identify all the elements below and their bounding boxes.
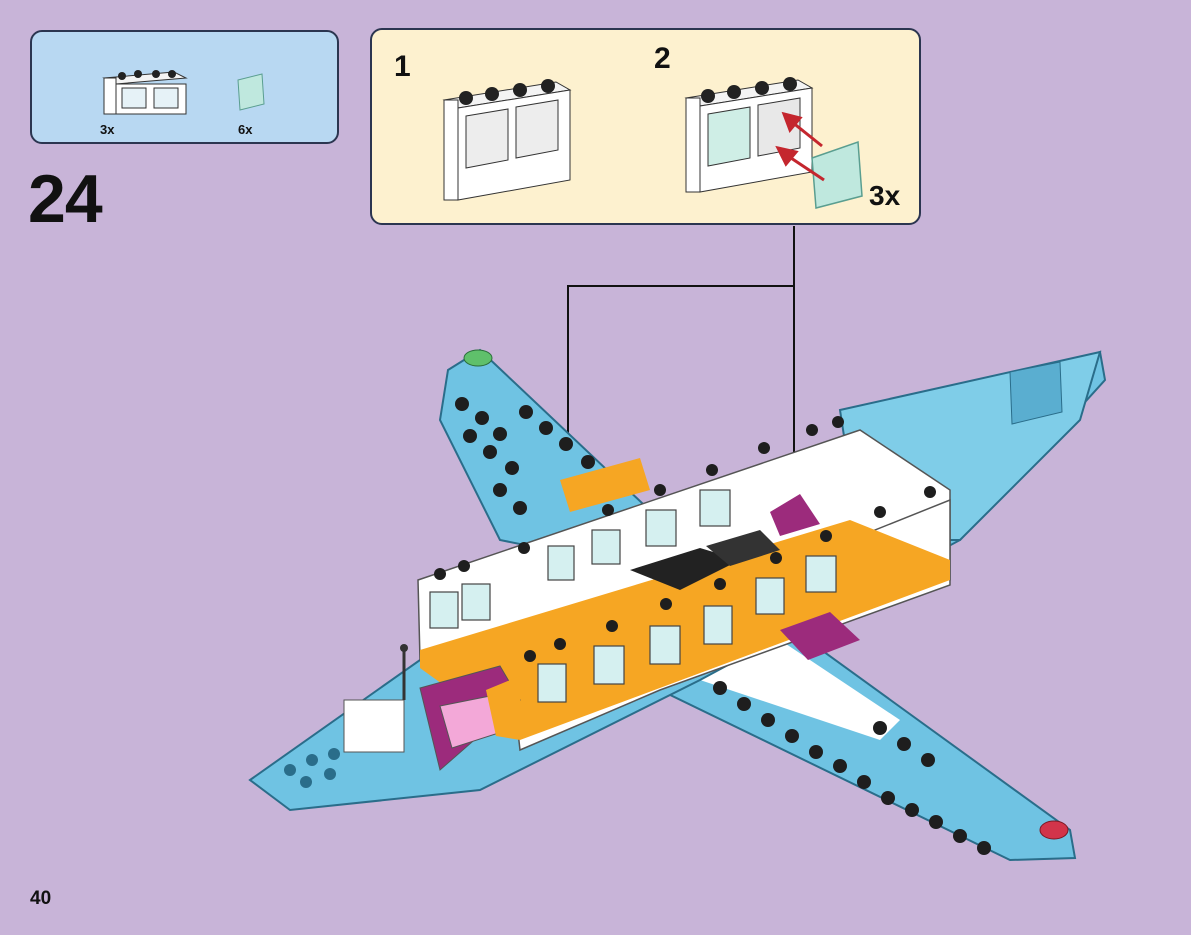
glass-pane — [812, 142, 862, 208]
back-windows — [430, 490, 730, 628]
magenta-wing-block — [780, 612, 860, 660]
window-frame-part — [104, 70, 186, 114]
tail-fin — [840, 352, 1100, 540]
window-frame-step1 — [444, 79, 570, 200]
green-light — [464, 350, 492, 366]
parts-illustration — [32, 32, 341, 146]
front-windows — [538, 556, 836, 702]
wing-rear-left — [440, 350, 660, 560]
cabin-back-wall — [418, 430, 950, 690]
parts-list-box: 3x 6x — [30, 30, 339, 144]
part-qty-window-frame: 3x — [100, 122, 114, 137]
interior-dark-panel-2 — [706, 530, 780, 566]
magenta-seat — [770, 494, 820, 536]
interior-dark-panel — [630, 548, 740, 590]
cabin-front-wall — [510, 500, 950, 750]
studs-nose — [284, 748, 340, 788]
step-number: 24 — [28, 160, 102, 238]
cockpit-white-block — [344, 700, 404, 752]
window-glass-part — [238, 74, 264, 110]
fuselage-hull — [250, 352, 1105, 810]
orange-block — [560, 458, 650, 512]
part-qty-window-glass: 6x — [238, 122, 252, 137]
red-light — [1040, 821, 1068, 839]
page-number: 40 — [30, 888, 51, 910]
studs-front-wing — [713, 681, 991, 855]
window-frame-step2 — [686, 77, 812, 192]
studs-rear-wing — [455, 397, 595, 515]
cockpit-orange-block — [486, 676, 520, 740]
subassembly-illustration — [372, 30, 923, 227]
studs-cabin — [434, 416, 936, 662]
cockpit-pink-panel — [440, 696, 508, 748]
subassembly-box: 1 2 3x — [370, 28, 921, 225]
cockpit-magenta-seat — [420, 666, 520, 770]
orange-stripe — [420, 520, 950, 740]
wing-front-right — [660, 620, 1075, 860]
callout-lines — [568, 226, 794, 612]
